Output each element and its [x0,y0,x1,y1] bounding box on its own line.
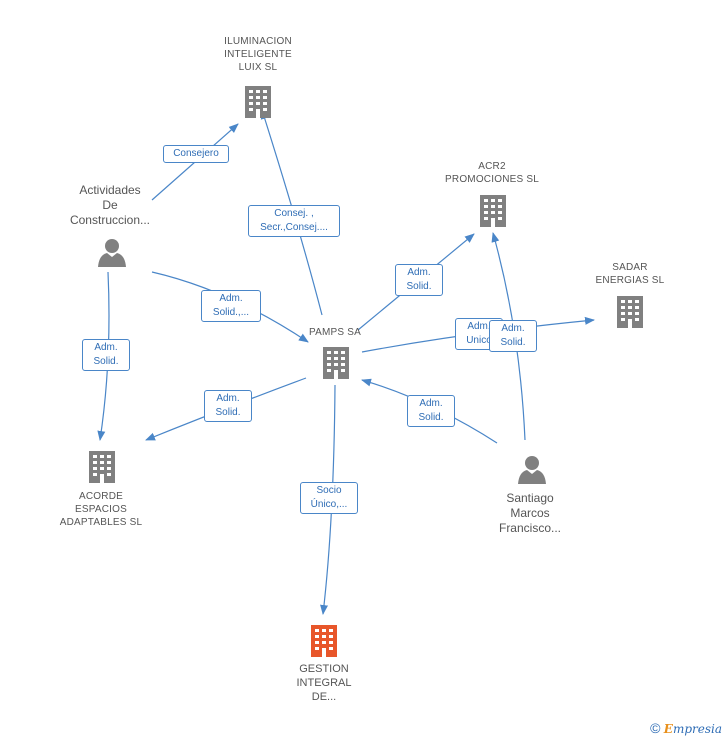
node-label-acorde[interactable]: ACORDE ESPACIOS ADAPTABLES SL [59,491,143,528]
building-icon-acr2 [480,195,506,227]
node-label-pamps[interactable]: PAMPS SA [309,327,361,338]
building-icon-gestion [311,625,337,657]
edge-label-adm-solid-sant-pamps[interactable]: Adm. Solid. [407,395,455,427]
edge-label-adm-solid-pamps-acorde[interactable]: Adm. Solid. [204,390,252,422]
node-label-gestion[interactable]: GESTION INTEGRAL DE... [296,663,352,703]
node-label-actividades[interactable]: Actividades De Construccion... [69,183,151,227]
building-icon-acorde [89,451,115,483]
edge-label-adm-solid-act-pamps[interactable]: Adm. Solid.,... [201,290,261,322]
edge-label-adm-solid-sant-sadar[interactable]: Adm. Solid. [489,320,537,352]
person-icon-santiago [518,456,546,484]
building-icon-sadar [617,296,643,328]
person-icon-actividades [98,239,126,267]
building-icon-iluminacion [245,86,271,118]
node-label-santiago[interactable]: Santiago Marcos Francisco... [498,491,561,535]
edge-label-consejero[interactable]: Consejero [163,145,229,163]
edge-label-adm-solid-pamps-acr2[interactable]: Adm. Solid. [395,264,443,296]
copyright-symbol: © [650,720,661,736]
node-label-sadar[interactable]: SADAR ENERGIAS SL [595,262,665,286]
edge-label-consej-secr[interactable]: Consej. , Secr.,Consej.... [248,205,340,237]
edge-label-adm-solid-act-acorde[interactable]: Adm. Solid. [82,339,130,371]
node-label-acr2[interactable]: ACR2 PROMOCIONES SL [445,161,539,185]
empresia-logo: © Empresia [650,720,722,736]
building-icon-pamps [323,347,349,379]
edge-label-socio-unico[interactable]: Socio Único,... [300,482,358,514]
node-label-iluminacion[interactable]: ILUMINACION INTELIGENTE LUIX SL [224,36,292,73]
brand-name: Empresia [663,722,722,736]
